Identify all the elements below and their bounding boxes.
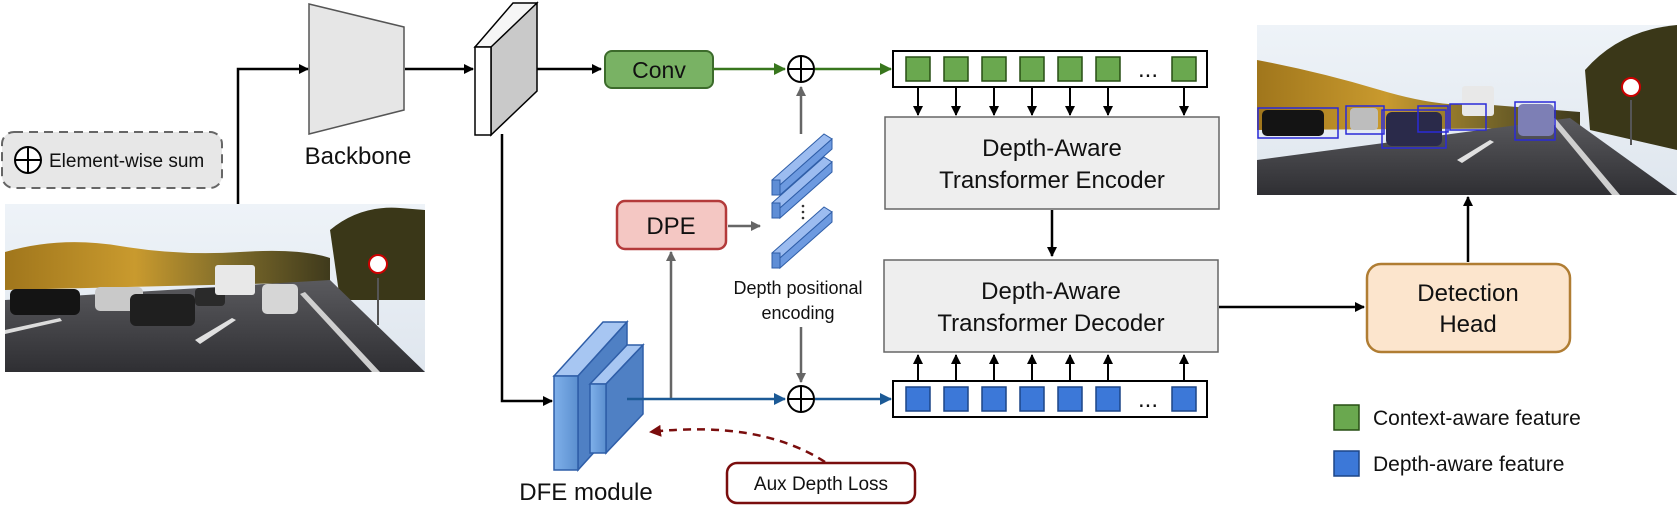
aux-loss-arrow bbox=[649, 424, 826, 464]
context-token bbox=[981, 56, 1007, 82]
aux-depth-loss-block: Aux Depth Loss bbox=[725, 461, 917, 505]
backbone-label: Backbone bbox=[305, 143, 412, 170]
conv-label: Conv bbox=[632, 57, 686, 83]
aux-depth-loss-label: Aux Depth Loss bbox=[754, 474, 888, 495]
detection-head-block: Detection Head bbox=[1365, 262, 1572, 354]
encoder-label-line1: Depth-Aware bbox=[982, 135, 1122, 162]
sum-node-top bbox=[787, 55, 815, 83]
depth-token bbox=[1019, 386, 1045, 412]
depth-pos-enc-label-line2: encoding bbox=[761, 303, 834, 323]
depth-token bbox=[1057, 386, 1083, 412]
vertical-ellipsis bbox=[801, 204, 805, 220]
legend-sum-box bbox=[1, 131, 223, 189]
depth-token bbox=[943, 386, 969, 412]
feature-map-block bbox=[473, 1, 539, 137]
detection-head-label-line1: Detection bbox=[1417, 280, 1518, 307]
transformer-encoder-block: Depth-Aware Transformer Encoder bbox=[884, 116, 1220, 210]
legend-sum-label: Element-wise sum bbox=[49, 151, 204, 172]
depth-token bbox=[905, 386, 931, 412]
detection-boxes bbox=[1257, 101, 1556, 149]
depth-token bbox=[1095, 386, 1121, 412]
context-token bbox=[943, 56, 969, 82]
context-token bbox=[905, 56, 931, 82]
detection-head-label-line2: Head bbox=[1439, 311, 1496, 338]
context-token-row: ... bbox=[892, 50, 1208, 88]
image-to-backbone-arrow bbox=[236, 64, 309, 204]
depth-to-decoder-arrows bbox=[913, 354, 1189, 380]
sum-node-bottom bbox=[787, 385, 815, 413]
decoder-label-line1: Depth-Aware bbox=[981, 278, 1121, 305]
context-token bbox=[1019, 56, 1045, 82]
encoding-bar bbox=[771, 156, 833, 220]
context-token bbox=[1057, 56, 1083, 82]
legend-element-wise-sum: Element-wise sum bbox=[1, 131, 223, 189]
depth-token bbox=[1171, 386, 1197, 412]
legend-depth-label: Depth-aware feature bbox=[1373, 453, 1564, 476]
dpe-block: DPE bbox=[615, 199, 728, 251]
transformer-decoder-block: Depth-Aware Transformer Decoder bbox=[883, 259, 1219, 353]
depth-token bbox=[981, 386, 1007, 412]
legend-context-label: Context-aware feature bbox=[1373, 407, 1581, 430]
context-token-ellipsis: ... bbox=[1138, 56, 1158, 83]
feature-legend: Context-aware feature Depth-aware featur… bbox=[1333, 404, 1581, 477]
encoding-bar bbox=[771, 133, 833, 197]
decoder-label-line2: Transformer Decoder bbox=[937, 310, 1164, 337]
output-image bbox=[1257, 25, 1677, 195]
feature-to-dfe-arrow bbox=[500, 134, 553, 406]
backbone-block bbox=[308, 3, 405, 135]
dpe-label: DPE bbox=[646, 213, 695, 240]
context-to-encoder-arrows bbox=[913, 88, 1189, 116]
depth-token-row: ... bbox=[892, 380, 1208, 418]
depth-pos-enc-label-line1: Depth positional bbox=[733, 278, 862, 298]
conv-block: Conv bbox=[604, 50, 714, 89]
context-token bbox=[1171, 56, 1197, 82]
context-token bbox=[1095, 56, 1121, 82]
encoder-label-line2: Transformer Encoder bbox=[939, 167, 1165, 194]
input-image bbox=[5, 204, 425, 372]
dfe-module-label: DFE module bbox=[519, 479, 652, 506]
legend-context-swatch bbox=[1333, 404, 1360, 431]
depth-token-ellipsis: ... bbox=[1138, 386, 1158, 413]
dfe-module-block bbox=[552, 320, 645, 472]
depth-positional-encoding-bars bbox=[771, 133, 833, 270]
legend-depth-swatch bbox=[1333, 450, 1360, 477]
encoding-bar bbox=[771, 206, 833, 270]
sum-icon bbox=[14, 146, 42, 174]
